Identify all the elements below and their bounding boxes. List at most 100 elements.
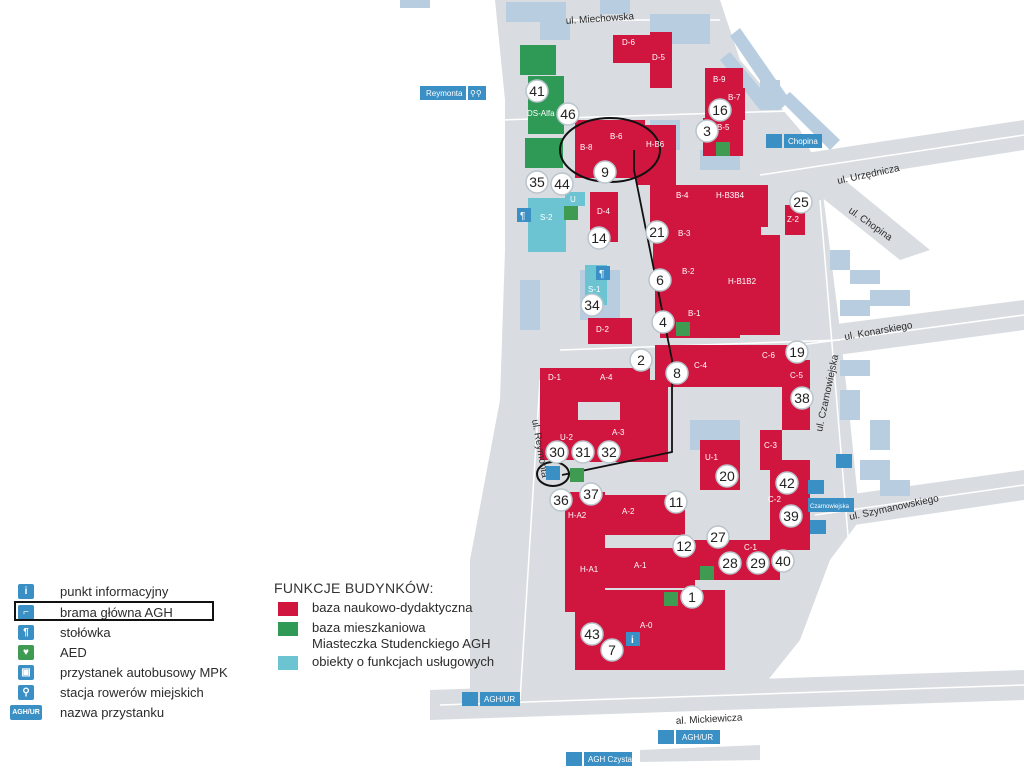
aed-icon [676,322,690,336]
research-buildings [540,32,810,670]
stop-agh-ur-2-label: AGH/UR [682,733,713,742]
stop-badge-chopina [784,134,822,148]
stop-badge-reymonta [420,86,466,100]
functions-residential-label-1: baza mieszkaniowa [312,620,426,635]
legend-row-info: i punkt informacyjny [18,582,168,600]
map-marker-label: 3 [703,123,711,139]
map-marker-46: 46 [556,102,580,126]
stop-reymonta-label: Reymonta [426,89,463,98]
map-marker-29: 29 [746,551,770,575]
map-marker-label: 41 [529,83,545,99]
map-marker-44: 44 [550,172,574,196]
canteen-icon-glyph: ¶ [599,269,604,280]
map-marker-label: 7 [608,642,616,658]
bike-icon-glyph: ⚲⚲ [470,89,482,98]
map-marker-2: 2 [629,348,653,372]
canteen-icon: ¶ [18,624,34,640]
map-marker-label: 40 [775,553,791,569]
bldg-b2: B-2 [682,267,695,276]
bus-icon [462,692,478,706]
map-marker-label: 46 [560,106,576,122]
map-marker-label: 30 [549,444,565,460]
legend-bus-label: przystanek autobusowy MPK [60,664,228,680]
aed-icon [664,592,678,606]
functions-service-label: obiekty o funkcjach usługowych [312,654,495,669]
map-marker-3: 3 [695,119,719,143]
aed-icon [570,468,584,482]
bldg-z2: Z-2 [787,215,800,224]
bldg-b9: B-9 [713,75,726,84]
info-icon [626,632,640,646]
map-marker-25: 25 [789,190,813,214]
bldg-b5: B-5 [717,123,730,132]
legend-aed-label: AED [60,644,87,660]
map-marker-20: 20 [715,464,739,488]
map-marker-31: 31 [571,440,595,464]
legend-row-bus: ▣ przystanek autobusowy MPK [18,663,228,681]
bldg-d5: D-5 [652,53,665,62]
map-marker-label: 6 [656,272,664,288]
legend-functions: FUNKCJE BUDYNKÓW: baza naukowo-dydaktycz… [274,580,534,680]
legend-canteen-label: stołówka [60,624,111,640]
map-marker-label: 44 [554,176,570,192]
bldg-a0: A-0 [640,621,653,630]
map-marker-27: 27 [706,525,730,549]
map-marker-label: 25 [793,194,809,210]
bldg-b4: B-4 [676,191,689,200]
gate-icon: ⌐ [18,604,34,620]
map-marker-label: 35 [529,174,545,190]
bldg-hb1b2: H-B1B2 [728,277,757,286]
map-marker-6: 6 [648,268,672,292]
map-marker-4: 4 [651,310,675,334]
swatch-residential [278,622,298,636]
bike-icon [566,752,582,766]
legend-row-stop: AGH/UR nazwa przystanku [10,703,164,721]
map-marker-39: 39 [779,504,803,528]
stop-badge-agh-ur-1 [480,692,520,706]
bldg-b8: B-8 [580,143,593,152]
bldg-c4: C-4 [694,361,707,370]
bldg-s1: S-1 [588,285,601,294]
map-marker-label: 2 [637,352,645,368]
map-marker-label: 36 [553,492,569,508]
stop-badge-agh-ur-2 [676,730,720,744]
bus-icon [808,480,824,494]
map-marker-28: 28 [718,551,742,575]
functions-title: FUNKCJE BUDYNKÓW: [274,580,434,596]
bus-icon: ▣ [18,664,34,680]
map-marker-38: 38 [790,386,814,410]
bldg-u: U [570,195,576,204]
map-marker-label: 12 [676,538,692,554]
info-icon: i [18,583,34,599]
bus-icon [766,134,782,148]
map-marker-43: 43 [580,622,604,646]
bus-icon [658,730,674,744]
map-marker-label: 4 [659,314,667,330]
map-marker-37: 37 [579,482,603,506]
stop-czarnowiejska-label: Czarnowiejska [810,504,850,510]
map-marker-label: 8 [673,365,681,381]
legend-icons: i punkt informacyjny ⌐ brama główna AGH … [10,582,260,722]
map-marker-label: 32 [601,444,617,460]
map-marker-label: 34 [584,297,600,313]
stop-badge-czarnowiejska [808,498,854,512]
info-icon-glyph: i [631,635,634,646]
bldg-u1: U-1 [705,453,718,462]
bldg-s2: S-2 [540,213,553,222]
map-marker-30: 30 [545,440,569,464]
map-marker-36: 36 [549,488,573,512]
bldg-ha1: H-A1 [580,565,599,574]
aed-icon [700,566,714,580]
map-marker-label: 39 [783,508,799,524]
bike-icon [468,86,486,100]
stop-agh-czysta-label: AGH Czysta [588,755,633,764]
bldg-d2: D-2 [596,325,609,334]
bldg-c5: C-5 [790,371,803,380]
map-marker-32: 32 [597,440,621,464]
map-marker-16: 16 [708,98,732,122]
map-marker-19: 19 [785,340,809,364]
functions-research-label: baza naukowo-dydaktyczna [312,600,473,615]
legend-gate-label: brama główna AGH [60,604,173,620]
